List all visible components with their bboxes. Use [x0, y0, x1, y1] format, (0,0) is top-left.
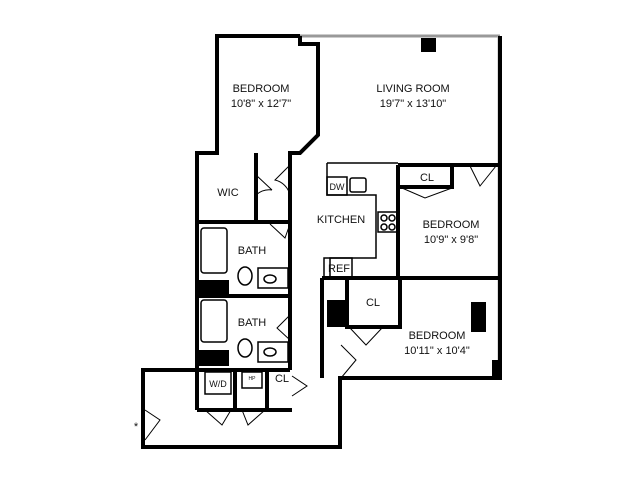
- basin-icon: [263, 347, 277, 357]
- closet-bedroom3-label: CL: [366, 297, 380, 309]
- doors: [144, 164, 497, 441]
- shaft: [199, 350, 229, 366]
- washer-dryer-label: W/D: [209, 379, 227, 389]
- column: [492, 360, 500, 378]
- water-heater: [241, 371, 263, 389]
- column: [421, 38, 436, 52]
- bedroom-1-label: BEDROOM: [233, 83, 290, 95]
- bedroom-1-wall: [288, 36, 320, 370]
- bath-1-label: BATH: [238, 245, 267, 257]
- toilet-icon: [237, 338, 253, 358]
- water-heater-label: HP: [249, 376, 257, 382]
- exterior-wall: [141, 34, 502, 449]
- bathtub-icon: [200, 299, 228, 343]
- living-room-label: LIVING ROOM: [376, 83, 449, 95]
- sink-icon: [257, 341, 289, 363]
- dishwasher-label: DW: [330, 182, 345, 192]
- living-room-size: 19'7" x 13'10": [380, 98, 447, 110]
- dishwasher: [326, 176, 348, 196]
- cooktop-icon: [377, 211, 399, 233]
- sink-icon: [257, 267, 289, 289]
- entry-marker: *: [134, 421, 139, 433]
- wic-label: WIC: [217, 187, 238, 199]
- laundry-walls: [195, 370, 292, 412]
- shaft: [327, 300, 347, 327]
- kitchen-label: KITCHEN: [317, 214, 365, 226]
- closet-hall-label: CL: [275, 373, 289, 385]
- column: [471, 302, 486, 332]
- bedroom-3-label: BEDROOM: [409, 330, 466, 342]
- bedroom-2-label: BEDROOM: [423, 219, 480, 231]
- refrigerator-label: REF: [328, 263, 350, 275]
- shaft: [199, 280, 229, 296]
- washer-dryer: [204, 371, 232, 395]
- refrigerator: [323, 257, 353, 279]
- bath-2-label: BATH: [238, 317, 267, 329]
- basin-icon: [263, 274, 277, 284]
- bathtub-icon: [200, 227, 228, 274]
- bedroom-3-size: 10'11" x 10'4": [404, 345, 470, 357]
- bedroom-2-size: 10'9" x 9'8": [424, 234, 478, 246]
- bedroom-1-size: 10'8" x 12'7": [231, 98, 291, 110]
- sink-icon: [349, 177, 367, 193]
- wic-wall: [197, 153, 290, 224]
- toilet-icon: [237, 266, 253, 286]
- closet-bedroom2-label: CL: [420, 172, 434, 184]
